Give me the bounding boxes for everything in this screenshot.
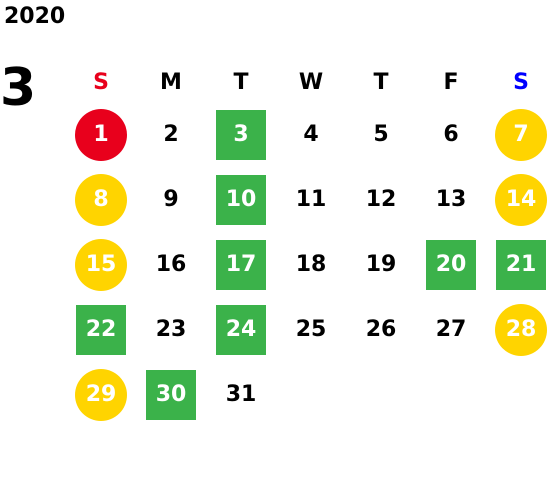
day-cell[interactable]: 19 [346, 232, 416, 297]
holiday-day-badge: 1 [75, 108, 127, 161]
highlighted-day-badge: 3 [216, 109, 266, 160]
day-cell[interactable]: 4 [276, 102, 346, 167]
highlighted-day-badge: 22 [76, 304, 126, 355]
weekend-day-badge: 7 [495, 108, 547, 161]
day-number: 19 [365, 252, 397, 277]
day-number: 9 [163, 187, 179, 212]
empty-cell [416, 362, 486, 427]
day-number: 2 [163, 122, 179, 147]
day-cell[interactable]: 16 [136, 232, 206, 297]
day-cell[interactable]: 30 [136, 362, 206, 427]
day-cell[interactable]: 29 [66, 362, 136, 427]
day-number: 26 [365, 317, 397, 342]
highlighted-day-badge: 10 [216, 174, 266, 225]
day-cell[interactable]: 18 [276, 232, 346, 297]
empty-cell [346, 362, 416, 427]
weekday-label: M [160, 69, 182, 95]
day-number: 23 [155, 317, 187, 342]
day-cell[interactable]: 10 [206, 167, 276, 232]
day-cell[interactable]: 12 [346, 167, 416, 232]
highlighted-day-badge: 17 [216, 239, 266, 290]
week-row: 1 2 3 4 5 6 7 [66, 102, 548, 167]
weekday-label: F [443, 69, 459, 95]
weekend-day-badge: 14 [495, 173, 547, 226]
day-cell[interactable]: 8 [66, 167, 136, 232]
day-cell[interactable]: 2 [136, 102, 206, 167]
day-cell[interactable]: 23 [136, 297, 206, 362]
day-cell[interactable]: 17 [206, 232, 276, 297]
day-cell[interactable]: 13 [416, 167, 486, 232]
day-cell[interactable]: 25 [276, 297, 346, 362]
day-number: 27 [435, 317, 467, 342]
day-cell[interactable]: 9 [136, 167, 206, 232]
highlighted-day-badge: 20 [426, 239, 476, 290]
day-cell[interactable]: 15 [66, 232, 136, 297]
day-cell[interactable]: 21 [486, 232, 548, 297]
week-row: 8 9 10 11 12 13 14 [66, 167, 548, 232]
empty-cell [276, 362, 346, 427]
weekend-day-badge: 29 [75, 368, 127, 421]
highlighted-day-badge: 21 [496, 239, 546, 290]
empty-cell [486, 362, 548, 427]
weekday-label: W [298, 69, 324, 95]
day-number: 12 [365, 187, 397, 212]
day-cell[interactable]: 6 [416, 102, 486, 167]
weekday-label: S [513, 69, 529, 95]
month-number: 3 [0, 58, 37, 118]
day-cell[interactable]: 7 [486, 102, 548, 167]
week-row: 15 16 17 18 19 20 21 [66, 232, 548, 297]
weekend-day-badge: 8 [75, 173, 127, 226]
day-number: 13 [435, 187, 467, 212]
day-number: 4 [303, 122, 319, 147]
day-cell[interactable]: 14 [486, 167, 548, 232]
day-cell[interactable]: 1 [66, 102, 136, 167]
day-cell[interactable]: 31 [206, 362, 276, 427]
day-cell[interactable]: 3 [206, 102, 276, 167]
highlighted-day-badge: 30 [146, 369, 196, 420]
highlighted-day-badge: 24 [216, 304, 266, 355]
day-number: 16 [155, 252, 187, 277]
day-cell[interactable]: 26 [346, 297, 416, 362]
day-number: 6 [443, 122, 459, 147]
day-cell[interactable]: 28 [486, 297, 548, 362]
day-number: 25 [295, 317, 327, 342]
day-cell[interactable]: 22 [66, 297, 136, 362]
day-number: 11 [295, 187, 327, 212]
day-number: 18 [295, 252, 327, 277]
weekend-day-badge: 15 [75, 238, 127, 291]
day-cell[interactable]: 11 [276, 167, 346, 232]
weekend-day-badge: 28 [495, 303, 547, 356]
day-number: 31 [225, 382, 257, 407]
year-label: 2020 [4, 4, 66, 29]
weekday-label: T [233, 69, 249, 95]
week-row: 22 23 24 25 26 27 28 [66, 297, 548, 362]
day-cell[interactable]: 5 [346, 102, 416, 167]
day-cell[interactable]: 27 [416, 297, 486, 362]
weekday-label: S [93, 69, 109, 95]
weekday-label: T [373, 69, 389, 95]
day-cell[interactable]: 20 [416, 232, 486, 297]
week-row: 29 30 31 [66, 362, 548, 427]
day-cell[interactable]: 24 [206, 297, 276, 362]
day-number: 5 [373, 122, 389, 147]
